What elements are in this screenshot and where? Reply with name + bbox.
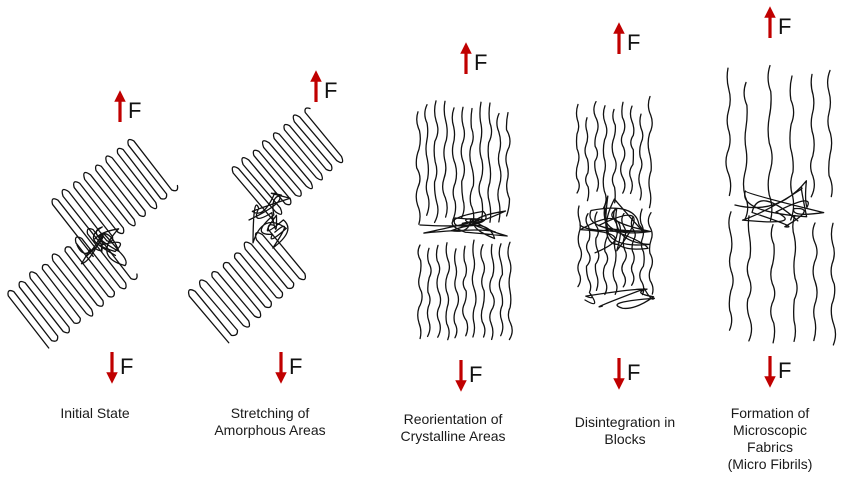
force-top-formation: F (770, 12, 791, 39)
caption-line: Amorphous Areas (195, 422, 345, 439)
stage-initial-drawing (5, 133, 181, 350)
force-label: F (474, 50, 487, 75)
force-label: F (627, 360, 640, 385)
caption-reorientation: Reorientation of Crystalline Areas (378, 411, 528, 445)
force-top-stretching: F (316, 76, 337, 103)
caption-line: Stretching of (195, 405, 345, 422)
caption-stretching: Stretching of Amorphous Areas (195, 405, 345, 439)
stage-formation-drawing (726, 66, 836, 345)
caption-line: Microscopic (700, 422, 840, 439)
stage-stretching-drawing (186, 104, 350, 343)
caption-formation: Formation of Microscopic Fabrics (Micro … (700, 405, 840, 473)
force-top-reorientation: F (466, 48, 487, 75)
caption-disintegration: Disintegration in Blocks (550, 414, 700, 448)
caption-line: Fabrics (700, 439, 840, 456)
force-bottom-initial: F (112, 352, 133, 379)
force-bottom-reorientation: F (461, 360, 482, 387)
caption-line: Crystalline Areas (378, 428, 528, 445)
caption-initial-state: Initial State (30, 405, 160, 422)
force-label: F (289, 354, 302, 379)
caption-line: (Micro Fibrils) (700, 456, 840, 473)
force-top-disintegration: F (619, 28, 640, 55)
force-bottom-stretching: F (281, 352, 302, 379)
stage-reorientation-drawing (416, 101, 512, 340)
caption-line: Formation of (700, 405, 840, 422)
force-label: F (778, 14, 791, 39)
force-top-initial: F (120, 96, 141, 123)
force-label: F (627, 30, 640, 55)
caption-line: Reorientation of (378, 411, 528, 428)
force-label: F (324, 78, 337, 103)
force-label: F (128, 98, 141, 123)
force-bottom-disintegration: F (619, 358, 640, 385)
caption-line: Disintegration in (550, 414, 700, 431)
force-label: F (778, 358, 791, 383)
force-bottom-formation: F (770, 356, 791, 383)
force-label: F (469, 362, 482, 387)
caption-line: Blocks (550, 431, 700, 448)
force-label: F (120, 354, 133, 379)
stage-disintegration-drawing (576, 96, 654, 308)
caption-line: Initial State (30, 405, 160, 422)
